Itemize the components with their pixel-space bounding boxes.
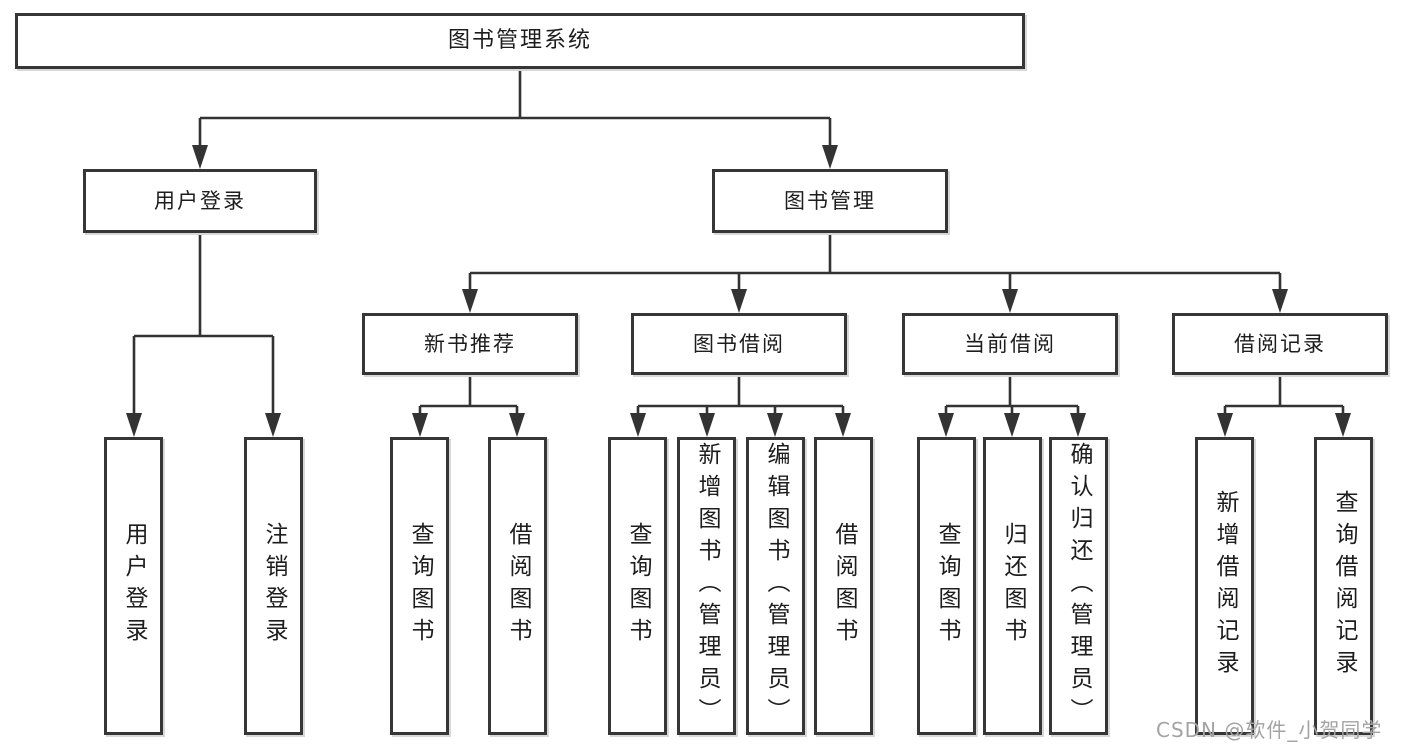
node-borrow-record: 借阅记录	[1172, 313, 1388, 375]
arrowhead	[731, 289, 747, 313]
arrowhead	[630, 413, 646, 437]
node-label: 借阅图书	[831, 522, 857, 650]
node-label: 当前借阅	[964, 331, 1056, 356]
arrowhead	[462, 289, 478, 313]
node-book-management: 图书管理	[712, 169, 948, 233]
arrowhead	[192, 145, 208, 169]
leaf-edit-book-admin: 编辑图书（管理员）	[746, 437, 805, 735]
node-label: 用户登录	[154, 188, 246, 213]
arrowheads	[126, 145, 1351, 437]
node-label: 确认归还（管理员）	[1066, 442, 1092, 730]
node-label: 用户登录	[121, 522, 147, 650]
node-label: 查询图书	[407, 522, 433, 650]
leaf-user-login: 用户登录	[104, 437, 163, 735]
arrowhead	[1070, 413, 1086, 437]
edge-new-book-recommend-to-leaves	[418, 375, 519, 416]
arrowhead	[767, 413, 783, 437]
node-label: 归还图书	[1000, 522, 1026, 650]
node-library-management-system: 图书管理系统	[15, 13, 1025, 69]
leaf-return-book: 归还图书	[983, 437, 1042, 735]
leaf-logout-login: 注销登录	[244, 437, 303, 735]
node-new-book-recommend: 新书推荐	[362, 313, 578, 375]
node-label: 查询图书	[934, 522, 960, 650]
node-label: 新增借阅记录	[1212, 490, 1238, 682]
edge-current-borrow-to-leaves	[944, 375, 1080, 416]
leaf-query-book-recommend: 查询图书	[390, 437, 449, 735]
leaf-query-borrow-record: 查询借阅记录	[1314, 437, 1373, 735]
arrowhead	[1217, 413, 1233, 437]
arrowhead	[699, 413, 715, 437]
node-label: 编辑图书（管理员）	[763, 442, 789, 730]
node-label: 查询图书	[625, 522, 651, 650]
arrowhead	[822, 145, 838, 169]
arrowhead	[938, 413, 954, 437]
node-label: 图书管理系统	[447, 28, 592, 53]
node-user-login: 用户登录	[83, 169, 317, 233]
leaf-borrow-book-borrow: 借阅图书	[814, 437, 873, 735]
leaf-add-borrow-record: 新增借阅记录	[1195, 437, 1254, 735]
arrowhead	[509, 413, 525, 437]
node-label: 借阅记录	[1234, 331, 1326, 356]
node-label: 查询借阅记录	[1331, 490, 1357, 682]
leaf-borrow-book-recommend: 借阅图书	[488, 437, 547, 735]
arrowhead	[126, 413, 142, 437]
leaf-confirm-return-admin: 确认归还（管理员）	[1049, 437, 1108, 735]
node-current-borrow: 当前借阅	[902, 313, 1118, 375]
leaf-query-book-current: 查询图书	[917, 437, 976, 735]
leaf-add-book-admin: 新增图书（管理员）	[677, 437, 736, 735]
arrowhead	[1335, 413, 1351, 437]
edge-user-login-to-leaves	[132, 233, 275, 416]
leaf-query-book-borrow: 查询图书	[608, 437, 667, 735]
node-label: 新书推荐	[424, 331, 516, 356]
arrowhead	[1004, 413, 1020, 437]
edge-book-management-to-level3	[468, 233, 1282, 292]
edge-book-borrow-to-leaves	[636, 375, 845, 416]
node-label: 图书借阅	[693, 331, 785, 356]
node-label: 新增图书（管理员）	[694, 442, 720, 730]
node-book-borrow: 图书借阅	[631, 313, 847, 375]
arrowhead	[412, 413, 428, 437]
node-label: 借阅图书	[505, 522, 531, 650]
arrowhead	[265, 413, 281, 437]
edge-root-to-level2	[198, 69, 832, 148]
arrowhead	[1272, 289, 1288, 313]
csdn-watermark: CSDN @软件_小贺同学	[1156, 718, 1383, 742]
node-label: 注销登录	[261, 522, 287, 650]
arrowhead	[835, 413, 851, 437]
node-label: 图书管理	[784, 188, 876, 213]
edge-borrow-record-to-leaves	[1223, 375, 1345, 416]
arrowhead	[1002, 289, 1018, 313]
